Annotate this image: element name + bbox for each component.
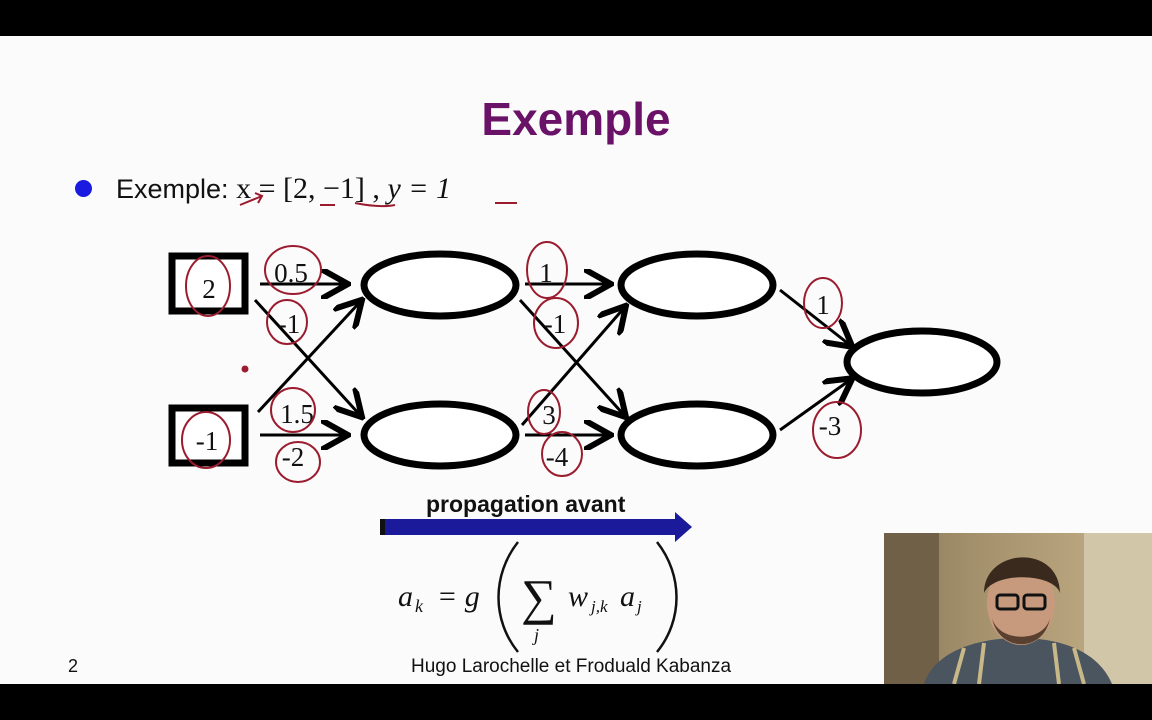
- edge: [779, 288, 850, 345]
- input-value: 2: [202, 274, 216, 304]
- hidden-node: [360, 250, 520, 320]
- formula-a: a: [620, 580, 635, 613]
- formula-w: w: [568, 580, 588, 613]
- sum-symbol: ∑: [521, 569, 557, 625]
- input-value: -1: [196, 426, 219, 456]
- bullet-text: Exemple: x = [2, −1] , y = 1: [116, 172, 451, 206]
- weight-label: 1: [816, 290, 830, 320]
- hidden-node: [617, 250, 777, 320]
- weight-label: 1.5: [280, 399, 314, 429]
- slide-title: Exemple: [481, 93, 671, 145]
- weight-label: -1: [278, 309, 301, 339]
- formula-g: = g: [437, 580, 480, 613]
- weight-label: -1: [544, 309, 567, 339]
- edge: [779, 380, 850, 432]
- page-number: 2: [68, 656, 79, 676]
- output-node: [843, 327, 1001, 397]
- forward-arrow: [380, 512, 692, 542]
- weight-label: 1: [539, 258, 553, 288]
- formula-a-sub: j: [635, 597, 642, 616]
- weight-label: -2: [282, 442, 305, 472]
- handwritten-annotations: [181, 192, 862, 483]
- bullet-label: Exemple:: [116, 174, 229, 204]
- presenter-webcam: [884, 533, 1152, 684]
- formula-sum-sub: j: [532, 625, 539, 645]
- edge: [518, 298, 624, 415]
- edge: [520, 308, 624, 426]
- weight-label: -3: [819, 411, 842, 441]
- edge: [256, 302, 360, 414]
- hidden-node: [617, 400, 777, 470]
- weight-label: -4: [546, 442, 569, 472]
- bullet-dot: [75, 180, 92, 197]
- formula-parentheses: [497, 541, 678, 653]
- formula: a k = g ∑ j w j,k a j: [398, 569, 642, 645]
- weight-label: 0.5: [274, 258, 308, 288]
- authors: Hugo Larochelle et Froduald Kabanza: [411, 656, 732, 677]
- weight-label: 3: [542, 400, 556, 430]
- arrow-label: propagation avant: [426, 491, 626, 517]
- presenter-video-icon: [884, 533, 1152, 684]
- x-expression: x = [2, −1]: [236, 172, 365, 205]
- right-paren: [656, 541, 678, 653]
- formula-w-sub: j,k: [589, 597, 608, 616]
- hidden-node: [360, 400, 520, 470]
- formula-lhs: a: [398, 580, 413, 613]
- input-node: [168, 252, 249, 315]
- left-paren: [497, 541, 519, 653]
- y-expression: y = 1: [387, 172, 451, 205]
- formula-lhs-sub: k: [415, 596, 424, 616]
- separator: ,: [372, 172, 380, 205]
